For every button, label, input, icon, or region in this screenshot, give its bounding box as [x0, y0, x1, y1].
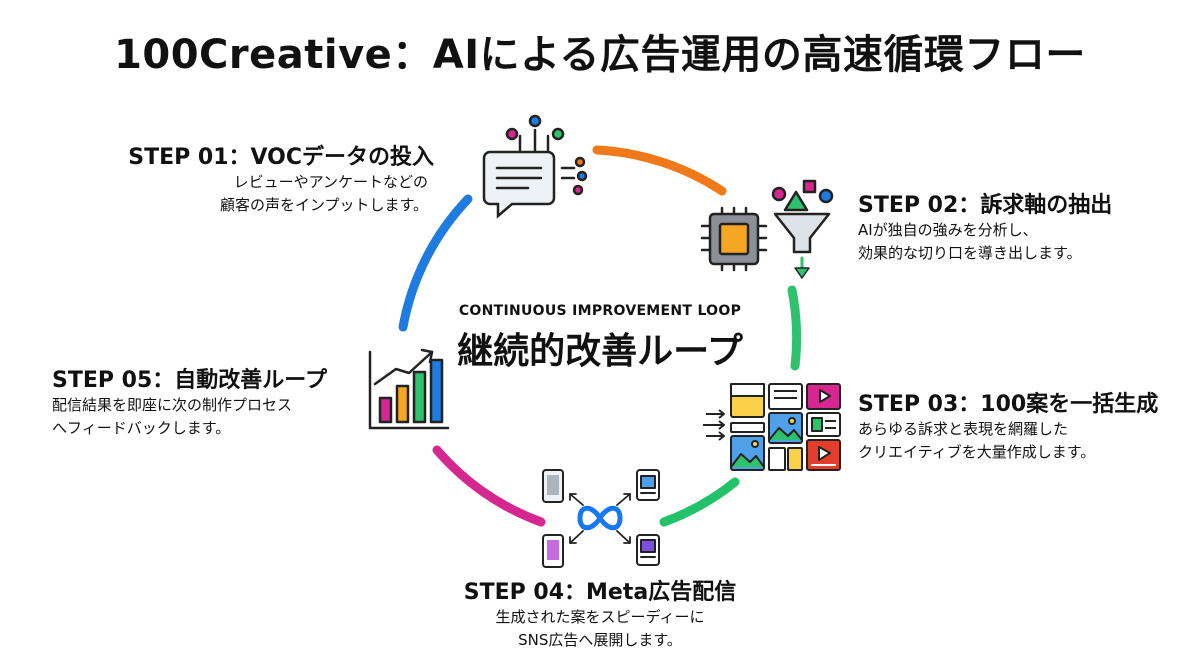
growth-chart-icon	[368, 348, 450, 430]
step-05-title: STEP 05：自動改善ループ	[52, 368, 327, 393]
ai-chip-icon	[700, 206, 768, 272]
chat-bubble-data-icon	[482, 114, 588, 219]
incoming-arrows-icon	[703, 409, 725, 441]
creative-grid-icon	[703, 383, 841, 471]
step-04-title: STEP 04：Meta広告配信	[463, 580, 737, 605]
step-04-description: 生成された案をスピーディーに SNS広告へ展開します。	[400, 606, 800, 652]
step-02-line-2: 効果的な切り口を導き出します。	[858, 244, 1082, 262]
loop-subtitle: CONTINUOUS IMPROVEMENT LOOP	[458, 303, 742, 319]
arc-step1-to-step2	[592, 145, 727, 196]
funnel-icon	[771, 179, 834, 279]
step-03-line-1: あらゆる訴求と表現を網羅した	[858, 420, 1069, 438]
meta-distribution-icon	[542, 469, 660, 568]
smartphone-icon	[542, 469, 564, 503]
loop-title: 継続的改善ループ	[457, 331, 743, 372]
arc-step4-to-step5	[432, 445, 546, 527]
smartphone-icon-purple	[542, 534, 564, 568]
step-02-line-1: AIが独自の強みを分析し、	[858, 221, 1038, 239]
step-05-line-1: 配信結果を即座に次の制作プロセス	[52, 396, 293, 414]
step-01-line-1: レビューやアンケートなどの	[233, 173, 428, 191]
step-05-line-2: へフィードバックします。	[52, 419, 231, 437]
arc-step2-to-step3	[787, 285, 802, 371]
step-01-line-2: 顧客の声をインプットします。	[219, 196, 428, 214]
ad-card-icon-bottom	[636, 534, 660, 566]
meta-logo-icon	[577, 505, 623, 531]
arc-step5-to-step1	[398, 194, 473, 332]
step-04-line-2: SNS広告へ展開します。	[518, 631, 682, 649]
step-05-description: 配信結果を即座に次の制作プロセス へフィードバックします。	[52, 394, 292, 440]
page-title: 100Creative：AIによる広告運用の高速循環フロー	[114, 32, 1086, 78]
arc-step3-to-step4	[659, 477, 740, 527]
step-03-title: STEP 03：100案を一括生成	[858, 392, 1159, 417]
ad-card-icon-top	[636, 469, 660, 501]
step-01-title: STEP 01：VOCデータの投入	[128, 145, 434, 170]
step-02-description: AIが独自の強みを分析し、 効果的な切り口を導き出します。	[858, 219, 1082, 265]
ai-chip-funnel-icon	[700, 179, 834, 279]
step-04-line-1: 生成された案をスピーディーに	[495, 608, 705, 626]
step-03-description: あらゆる訴求と表現を網羅した クリエイティブを大量作成します。	[858, 418, 1095, 464]
step-01-description: レビューやアンケートなどの 顧客の声をインプットします。	[0, 171, 428, 217]
step-03-line-2: クリエイティブを大量作成します。	[858, 443, 1096, 461]
step-02-title: STEP 02：訴求軸の抽出	[858, 193, 1113, 218]
loop-arcs	[398, 145, 802, 527]
